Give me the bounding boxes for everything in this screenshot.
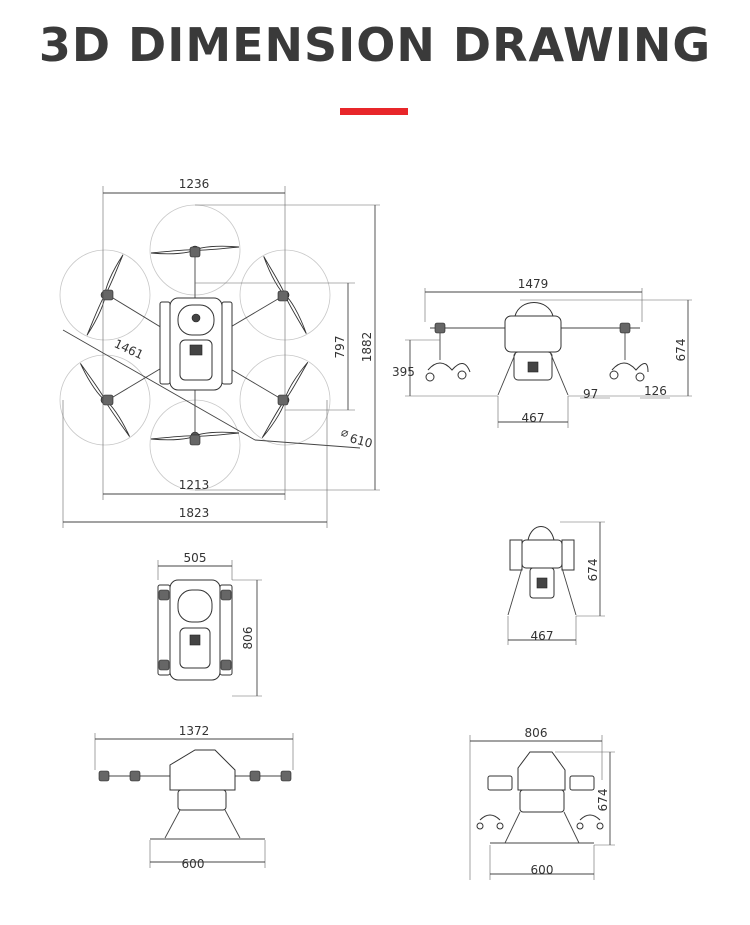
page-title: 3D DIMENSION DRAWING bbox=[38, 18, 712, 72]
dim-1213: 1213 bbox=[179, 478, 210, 492]
dim-674-front: 674 bbox=[674, 339, 688, 362]
dim-674-rear: 674 bbox=[596, 789, 610, 812]
dim-diameter-symbol: ⌀ bbox=[340, 425, 351, 440]
dim-1236: 1236 bbox=[179, 177, 210, 191]
rear-view: 806 674 600 bbox=[469, 726, 615, 880]
dim-610: 610 bbox=[348, 431, 374, 450]
dim-97: 97 bbox=[583, 387, 598, 401]
dim-797: 797 bbox=[333, 336, 347, 359]
title-accent-bar bbox=[340, 108, 408, 115]
dim-505: 505 bbox=[184, 551, 207, 565]
dim-395: 395 bbox=[392, 365, 415, 379]
dim-467-side: 467 bbox=[531, 629, 554, 643]
dim-467-front: 467 bbox=[522, 411, 545, 425]
dim-1479: 1479 bbox=[518, 277, 549, 291]
side-view: 1372 600 bbox=[94, 724, 294, 871]
front-view: 1479 395 674 97 126 467 bbox=[392, 277, 692, 428]
dim-806-top: 806 bbox=[241, 627, 255, 650]
dim-806-rear: 806 bbox=[525, 726, 548, 740]
top-view: 1236 1461 797 1882 ⌀ 610 1213 1823 bbox=[59, 177, 380, 528]
folded-top-view: 505 806 bbox=[157, 551, 262, 697]
folded-front-view: 674 467 bbox=[507, 521, 605, 645]
dim-600-side: 600 bbox=[182, 857, 205, 871]
dim-674-side: 674 bbox=[586, 559, 600, 582]
dim-1461: 1461 bbox=[112, 337, 146, 363]
dim-1823: 1823 bbox=[179, 506, 210, 520]
dim-126: 126 bbox=[644, 384, 667, 398]
dim-1372: 1372 bbox=[179, 724, 210, 738]
dim-1882: 1882 bbox=[360, 332, 374, 363]
dim-600-rear: 600 bbox=[531, 863, 554, 877]
